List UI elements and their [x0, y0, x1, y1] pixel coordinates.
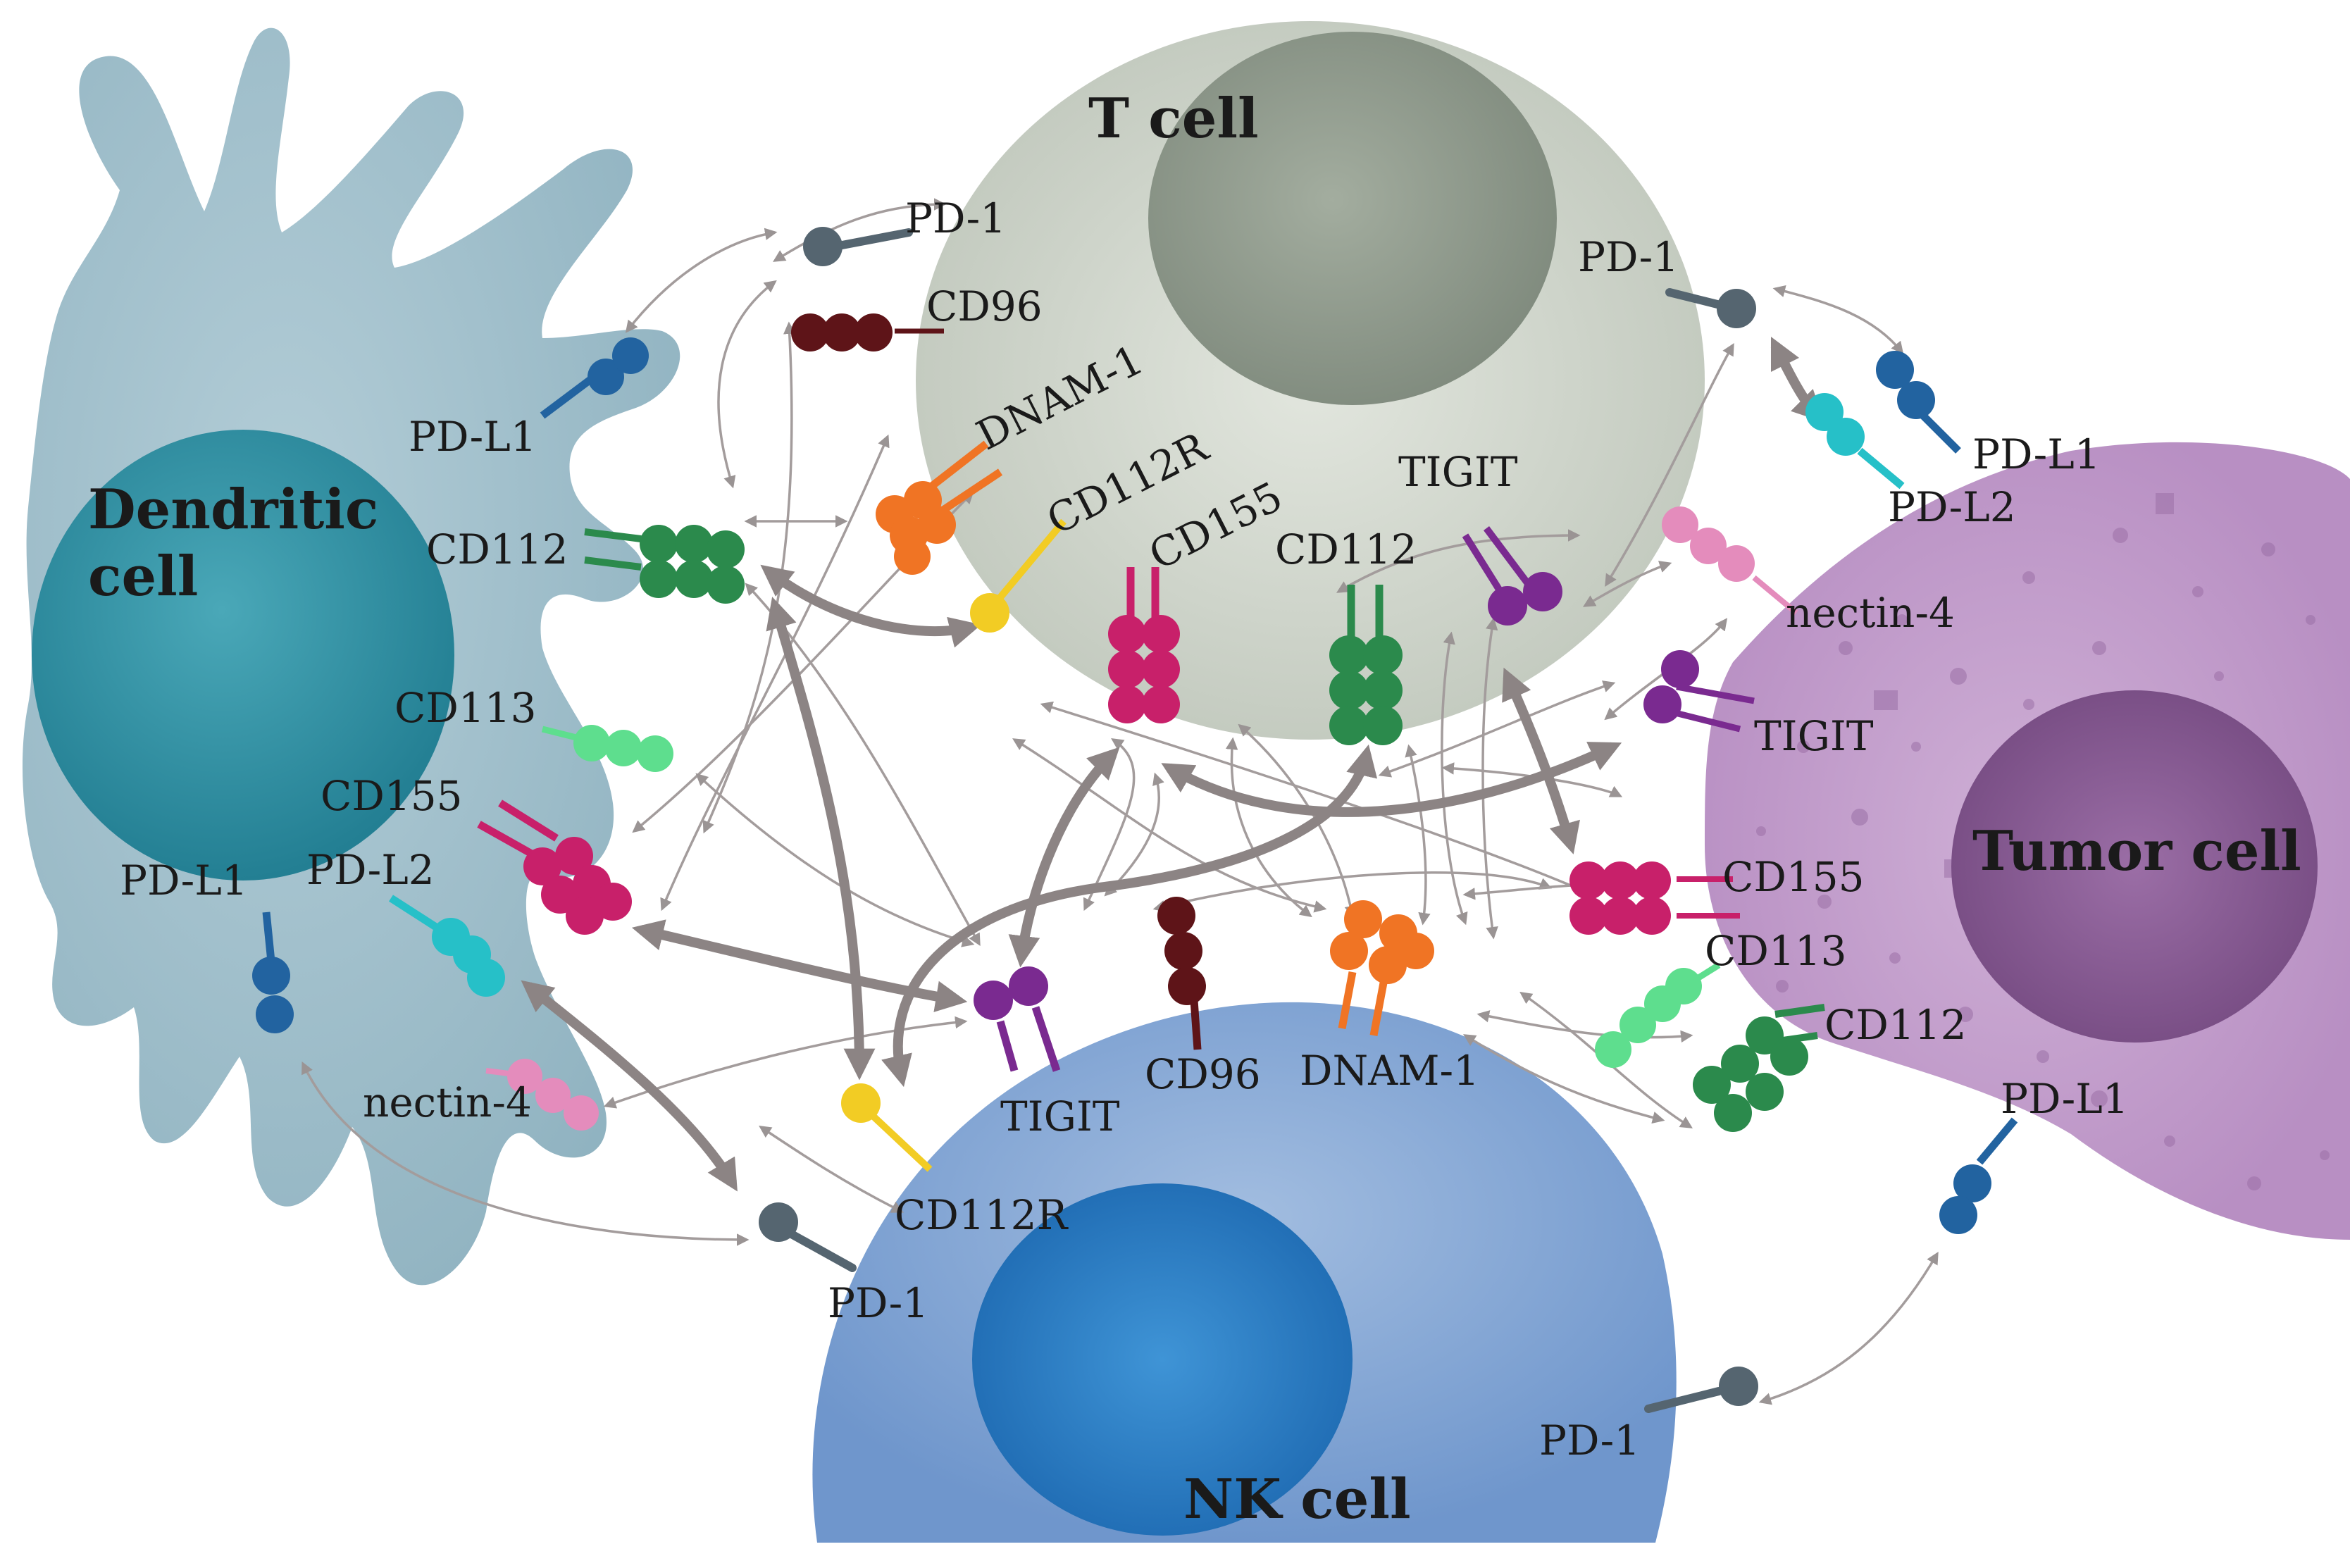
t-cell [916, 21, 1705, 740]
t-cd112-label: CD112 [1275, 525, 1417, 573]
tu-tigit-receptor [1643, 650, 1755, 733]
dc-cd113-label: CD113 [394, 684, 537, 732]
dc-nectin4-ligand [485, 1059, 599, 1131]
t-cell-label: T cell [1088, 87, 1259, 151]
nk-cell-nucleus [972, 1183, 1353, 1536]
dc-nectin4-label: nectin-4 [363, 1078, 532, 1126]
dc-pdl1-bottom-ligand [252, 911, 294, 1033]
nk-cd96-receptor [1157, 897, 1206, 1050]
t-dnam1-receptor [876, 440, 1003, 575]
t-cell-nucleus [1148, 32, 1557, 405]
tumor-granules [1756, 493, 2330, 1190]
tu-cd113-label: CD113 [1705, 927, 1847, 975]
t-cd155-receptor [1108, 567, 1180, 723]
dendritic-cell-label-line2: cell [88, 545, 198, 609]
tu-cd155-label: CD155 [1722, 853, 1865, 901]
tu-pd1-label: PD-1 [1539, 1417, 1640, 1464]
tu-pdl1-top-ligand [1876, 351, 1961, 454]
tu-pdl1-top-label: PD-L1 [1972, 430, 2101, 478]
nk-dnam1-receptor [1330, 900, 1434, 1037]
t-pd1-left-receptor [803, 227, 913, 266]
tu-cd113-ligand [1595, 962, 1721, 1068]
tumor-cell [1705, 442, 2350, 1240]
tu-cd112-ligand [1693, 1004, 1825, 1132]
tu-nectin4-label: nectin-4 [1786, 589, 1955, 637]
dc-cd113-ligand [541, 725, 673, 772]
tumor-cell-nucleus [1951, 690, 2318, 1043]
t-tigit-receptor [1462, 526, 1562, 626]
nk-dnam1-label: DNAM-1 [1300, 1047, 1479, 1095]
dc-cd112-ligand [584, 525, 745, 604]
dendritic-cell-nucleus [32, 430, 454, 881]
t-cd112-receptor [1329, 585, 1403, 745]
nk-cd112r-label: CD112R [895, 1191, 1069, 1239]
thick-interaction-arrows [521, 336, 1824, 1192]
tu-pdl1-bottom-label: PD-L1 [2001, 1075, 2129, 1123]
dc-pdl1-top-ligand [540, 337, 649, 419]
tu-pdl2-label: PD-L2 [1888, 483, 2016, 531]
tu-cd112-label: CD112 [1824, 1001, 1967, 1049]
nk-pd1-label: PD-1 [828, 1279, 928, 1327]
t-pd1-left-label: PD-1 [905, 194, 1006, 242]
dc-pdl2-ligand [389, 895, 505, 997]
tu-pd1-receptor [1644, 1367, 1758, 1413]
nk-tigit-receptor [974, 966, 1061, 1072]
t-pd1-right-receptor [1665, 288, 1756, 328]
t-cd96-receptor [791, 313, 944, 351]
dc-pdl2-label: PD-L2 [306, 846, 435, 894]
t-pd1-right-label: PD-1 [1578, 233, 1679, 281]
nk-cd96-label: CD96 [1145, 1050, 1261, 1098]
t-cd96-label: CD96 [926, 282, 1043, 330]
nk-tigit-label: TIGIT [1000, 1093, 1120, 1140]
dc-cd112-label: CD112 [426, 525, 568, 573]
dendritic-cell-label-line1: Dendritic [88, 478, 378, 542]
tumor-cell-label: Tumor cell [1972, 819, 2301, 883]
dendritic-cell [22, 27, 680, 1286]
nk-pd1-receptor [759, 1202, 857, 1272]
dc-cd155-label: CD155 [321, 772, 463, 820]
dc-cd155-ligand [477, 799, 632, 935]
t-cd112r-receptor [970, 518, 1067, 633]
tu-cd155-ligand [1569, 861, 1740, 935]
tu-nectin4-ligand [1662, 506, 1798, 616]
nk-cell-label: NK cell [1183, 1467, 1411, 1531]
dc-pdl1-top-label: PD-L1 [409, 413, 537, 461]
tu-tigit-label: TIGIT [1754, 712, 1874, 760]
nk-cell [812, 1002, 1677, 1543]
dc-pdl1-bottom-label: PD-L1 [120, 857, 248, 904]
t-tigit-label: TIGIT [1398, 448, 1518, 496]
nk-cd112r-receptor [841, 1083, 933, 1172]
tu-pdl2-ligand [1805, 393, 1905, 490]
tu-pdl1-bottom-ligand [1939, 1117, 2018, 1234]
